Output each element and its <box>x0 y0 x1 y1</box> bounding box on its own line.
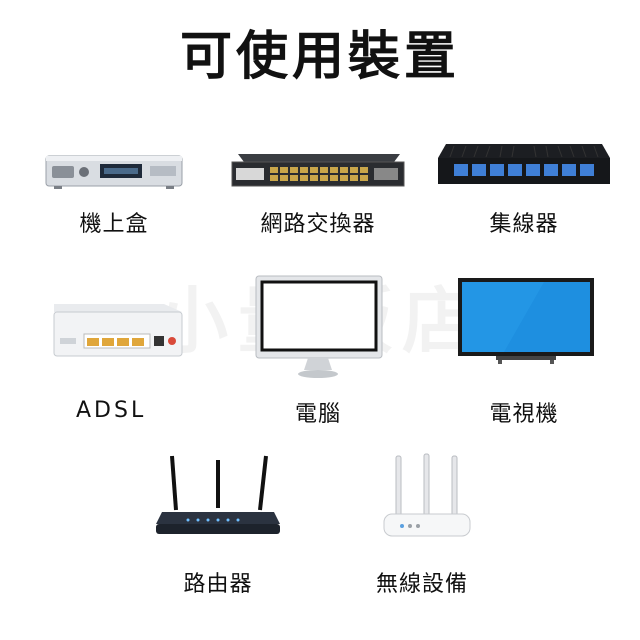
network-switch-icon <box>231 154 405 187</box>
device-label: 網路交換器 <box>260 212 376 237</box>
television-icon <box>458 278 594 364</box>
device-label: 無線設備 <box>375 572 468 597</box>
set-top-box-icon <box>45 155 183 189</box>
computer-monitor-icon <box>255 275 383 378</box>
router-icon <box>156 455 280 534</box>
device-wireless: 無線設備 <box>322 450 522 600</box>
device-label: 集線器 <box>489 212 559 237</box>
device-label: ADSL <box>76 398 147 423</box>
device-label: 路由器 <box>183 572 253 597</box>
device-hub: 集線器 <box>424 140 624 290</box>
device-set-top-box: 機上盒 <box>14 140 214 290</box>
device-adsl: ADSL <box>14 298 214 448</box>
device-label: 電腦 <box>294 402 341 427</box>
device-computer: 電腦 <box>218 270 418 427</box>
page-title: 可使用裝置 <box>179 27 460 87</box>
device-label: 機上盒 <box>79 212 149 237</box>
device-network-switch: 網路交換器 <box>218 140 418 290</box>
hub-icon <box>438 144 610 184</box>
device-router: 路由器 <box>118 450 318 600</box>
adsl-modem-icon <box>53 304 183 357</box>
device-television: 電視機 <box>424 270 624 427</box>
device-label: 電視機 <box>489 402 559 427</box>
wireless-device-icon <box>383 453 471 537</box>
